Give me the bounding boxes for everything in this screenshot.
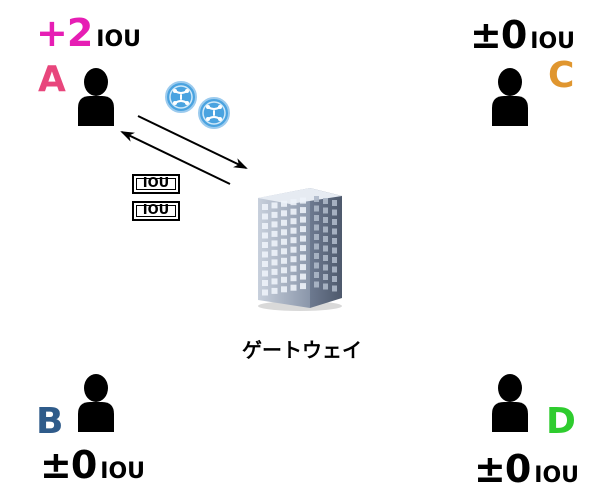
balance-a-value: +2 bbox=[36, 11, 93, 55]
arrow-gateway-to-a bbox=[120, 131, 231, 185]
balance-c-unit: IOU bbox=[530, 29, 576, 54]
balance-d-value: ±0 bbox=[474, 447, 531, 491]
party-c-letter: C bbox=[548, 55, 575, 96]
person-b-icon bbox=[78, 374, 114, 432]
iou-tag-label: IOU bbox=[142, 203, 170, 218]
person-a-icon bbox=[78, 68, 114, 126]
ripple-coin-icon bbox=[165, 81, 197, 113]
party-b-letter: B bbox=[36, 401, 64, 442]
balance-b-value: ±0 bbox=[40, 443, 97, 487]
balance-d-unit: IOU bbox=[534, 463, 580, 488]
person-c-icon bbox=[492, 68, 528, 126]
ripple-coin-icon bbox=[198, 97, 230, 129]
balance-a-unit: IOU bbox=[96, 27, 142, 52]
party-a-letter: A bbox=[38, 59, 66, 100]
balance-b-unit: IOU bbox=[100, 459, 146, 484]
party-d-letter: D bbox=[546, 401, 576, 442]
transfer-arrows bbox=[120, 115, 248, 185]
iou-tag-label: IOU bbox=[142, 176, 170, 191]
office-building-icon bbox=[258, 188, 342, 311]
gateway-label: ゲートウェイ bbox=[242, 338, 362, 362]
balance-c-value: ±0 bbox=[470, 13, 527, 57]
iou-tag: IOU bbox=[132, 201, 180, 221]
arrow-a-to-gateway bbox=[137, 115, 248, 169]
iou-tag: IOU bbox=[132, 174, 180, 194]
person-d-icon bbox=[492, 374, 528, 432]
